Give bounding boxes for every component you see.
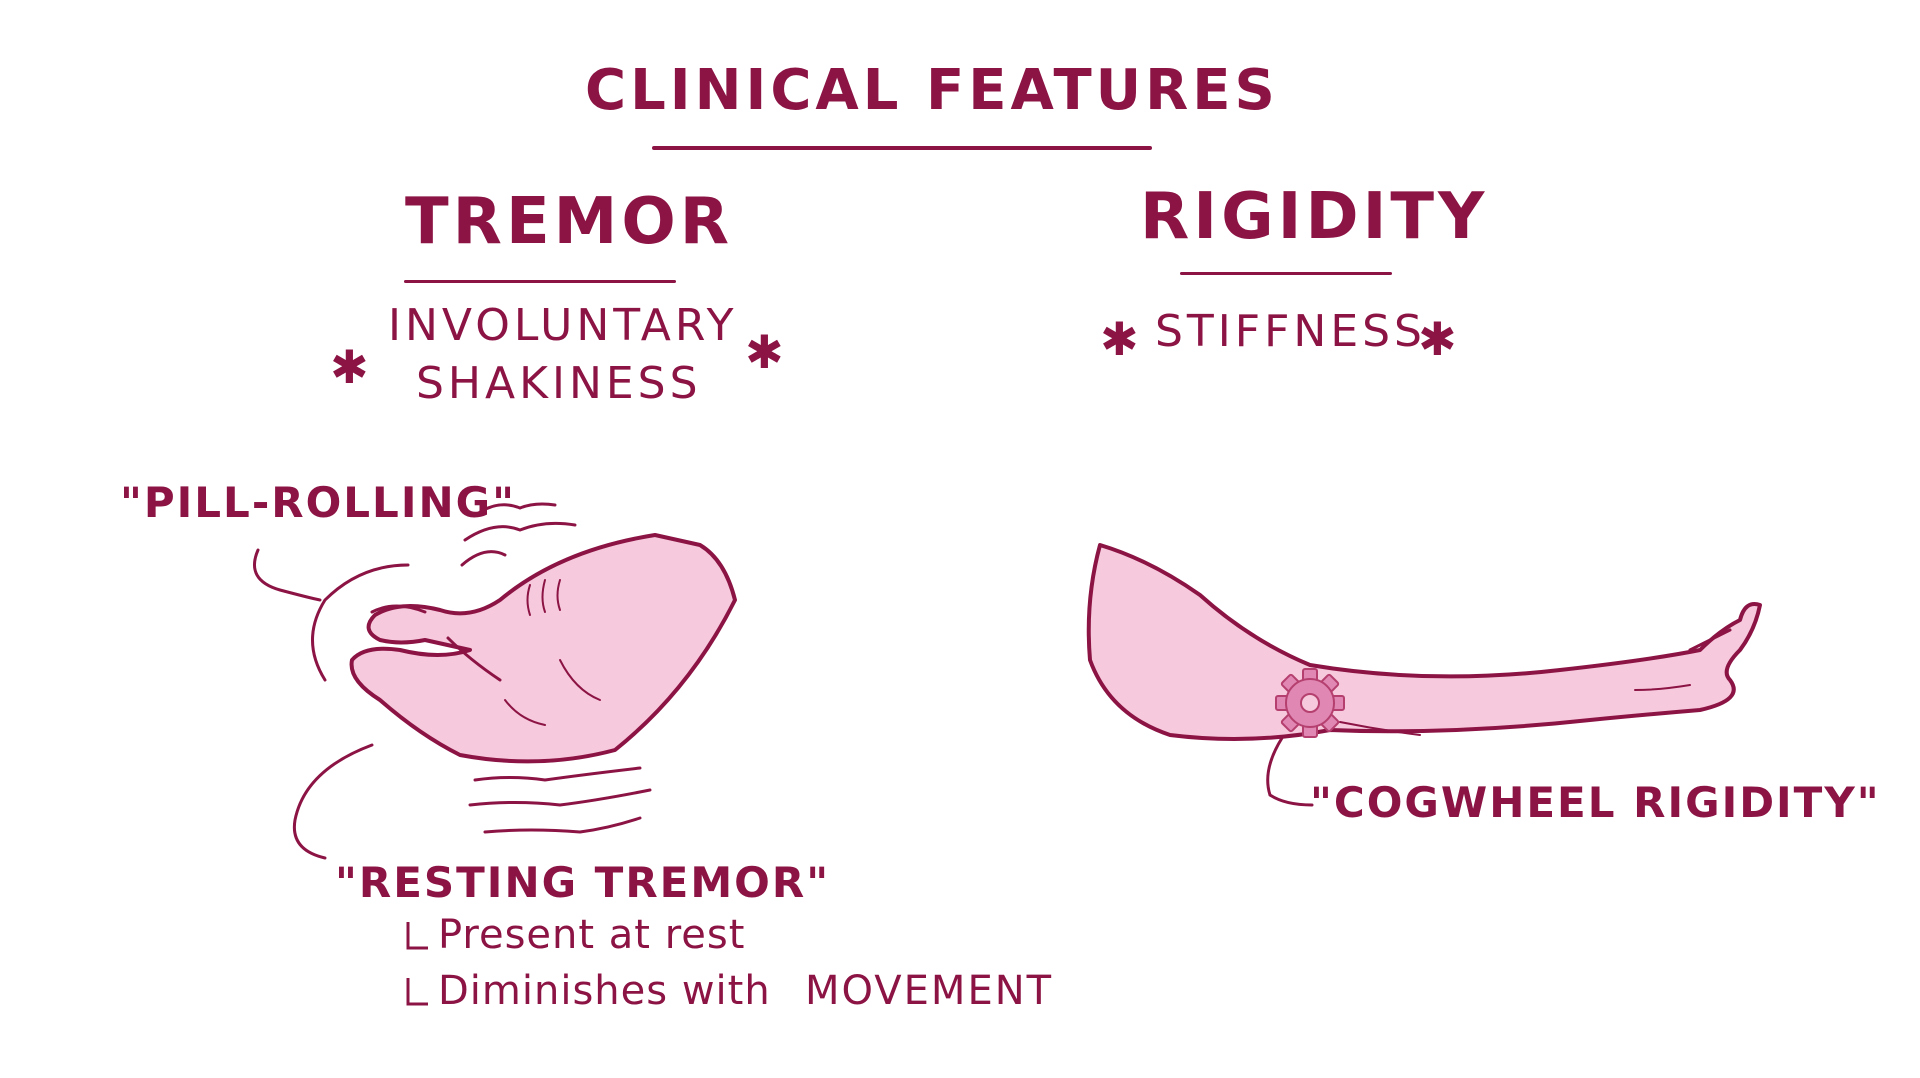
note-diminishes-with: Diminishes with (438, 968, 771, 1014)
cogwheel-icon (1275, 668, 1345, 738)
outstretched-arm-illustration (1086, 543, 1762, 741)
note-bullet (406, 978, 428, 1006)
tremor-heading: TREMOR (405, 185, 734, 259)
asterisk-icon: ✱ (745, 325, 784, 379)
asterisk-icon: ✱ (330, 340, 369, 394)
pill-rolling-leader-line (253, 548, 410, 682)
cogwheel-leader-line (1266, 736, 1314, 807)
title-underline (652, 146, 1152, 150)
note-bullet (406, 922, 428, 950)
tremor-motion-lines (460, 502, 652, 834)
pill-rolling-label: "PILL-ROLLING" (120, 478, 516, 527)
note-present-at-rest: Present at rest (438, 912, 746, 958)
note-movement: MOVEMENT (805, 968, 1054, 1014)
rigidity-description: STIFFNESS (1155, 306, 1426, 357)
cogwheel-rigidity-label: "COGWHEEL RIGIDITY" (1310, 778, 1881, 827)
tremor-underline (404, 280, 676, 283)
resting-tremor-leader-line (292, 743, 374, 860)
rigidity-heading: RIGIDITY (1140, 180, 1489, 254)
asterisk-icon: ✱ (1100, 312, 1139, 366)
pill-rolling-hand-illustration (349, 533, 737, 764)
resting-tremor-label: "RESTING TREMOR" (335, 858, 831, 907)
tremor-description-line2: SHAKINESS (416, 358, 702, 409)
page-title: CLINICAL FEATURES (585, 58, 1279, 123)
rigidity-underline (1180, 272, 1392, 275)
asterisk-icon: ✱ (1418, 312, 1457, 366)
tremor-description-line1: INVOLUNTARY (388, 300, 738, 351)
